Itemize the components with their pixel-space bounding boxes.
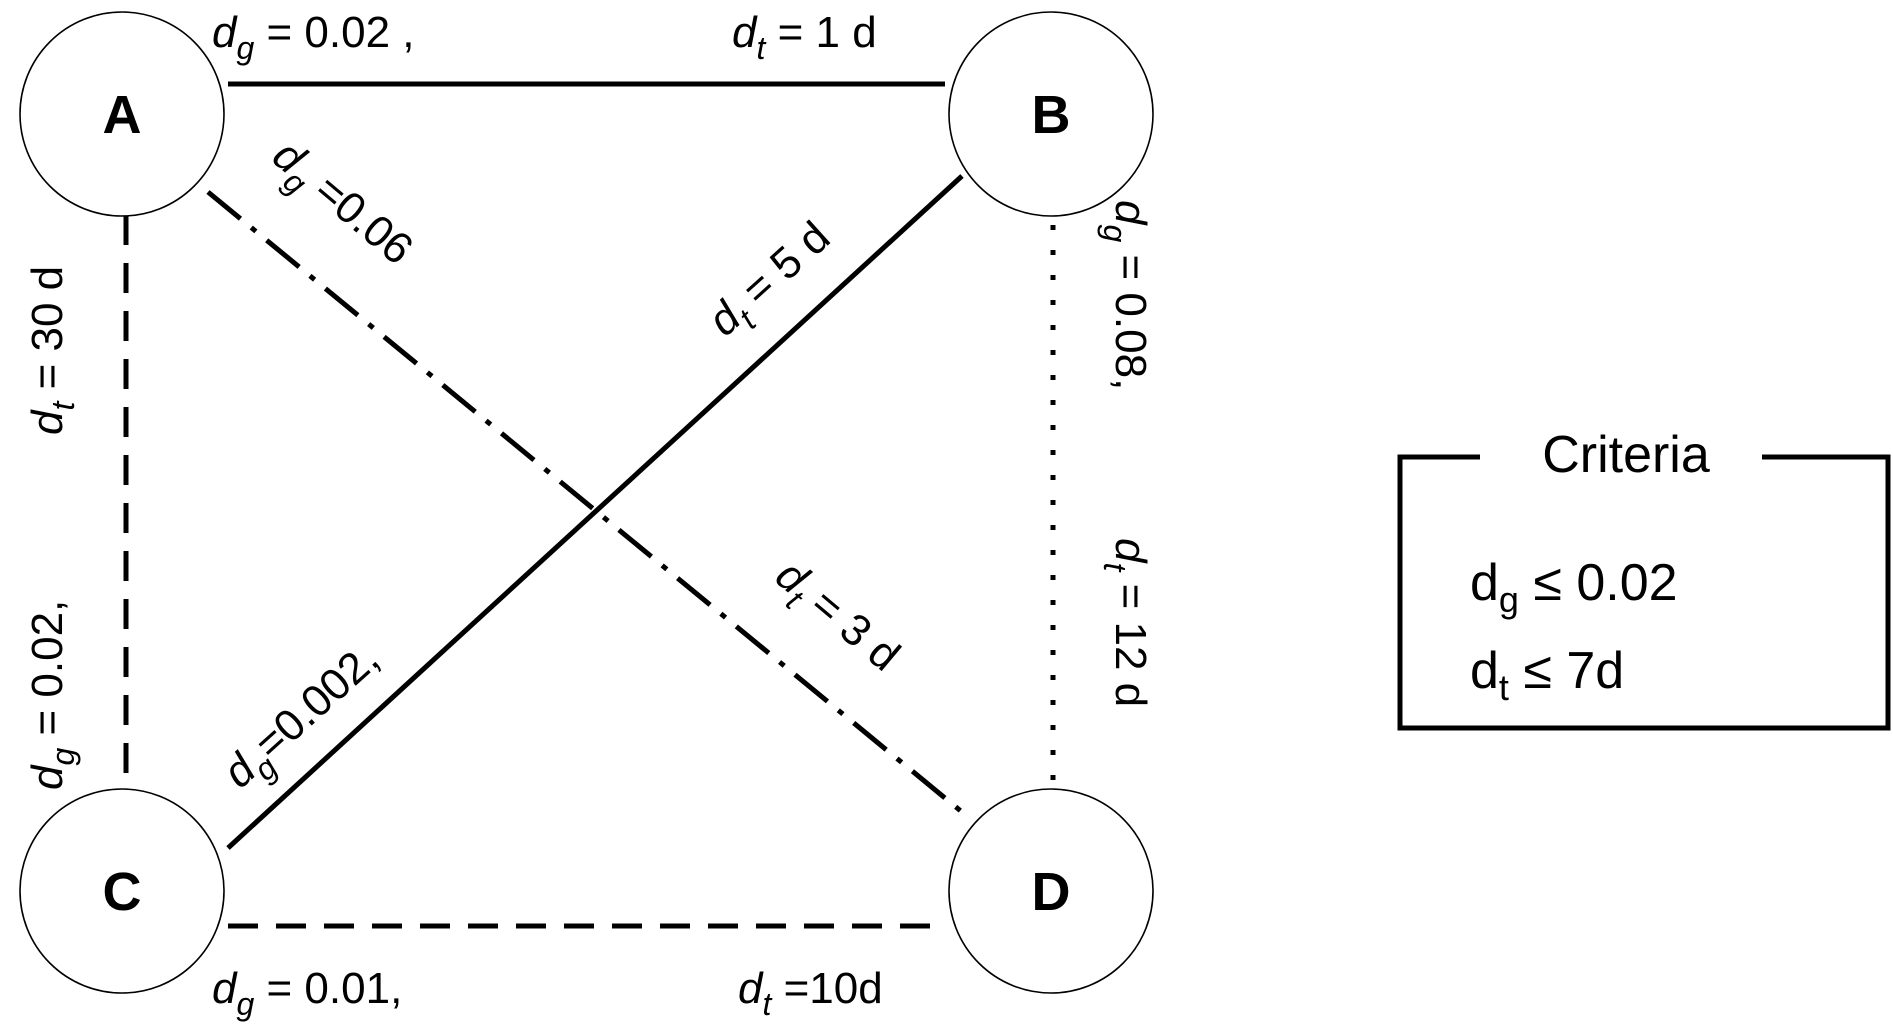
edge-b-d-dg-label: dg = 0.08,: [1097, 200, 1155, 390]
criteria-box: Criteria dg ≤ 0.02 dt ≤ 7d: [1397, 426, 1891, 731]
edge-b-c: [226, 174, 964, 850]
node-d: D: [948, 788, 1154, 994]
edge-a-b-dg-label: dg = 0.02 ,: [212, 8, 415, 66]
edge-b-d-dt-label: dt = 12 d: [1097, 538, 1155, 707]
node-c-label: C: [103, 862, 142, 922]
node-a-label: A: [103, 85, 142, 145]
node-a: A: [19, 11, 225, 217]
node-b-label: B: [1032, 85, 1071, 145]
edge-a-b-dt-label: dt = 1 d: [732, 8, 877, 66]
criteria-title: Criteria: [1542, 426, 1710, 484]
criteria-dt-line: dt ≤ 7d: [1470, 642, 1624, 708]
node-d-label: D: [1032, 862, 1071, 922]
edge-a-d: [206, 190, 964, 814]
node-b: B: [948, 11, 1154, 217]
edge-b-c-dt-label: dt = 5 d: [699, 212, 845, 352]
edge-c-d-dg-label: dg = 0.01,: [212, 964, 402, 1022]
edge-a-c-dt-label: dt = 30 d: [23, 266, 81, 435]
criteria-dg-line: dg ≤ 0.02: [1470, 554, 1678, 620]
edge-a-d-dg-label: dg =0.06: [258, 130, 422, 281]
edge-a-c-dg-label: dg = 0.02,: [23, 600, 81, 790]
node-c: C: [19, 788, 225, 994]
edge-c-d-dt-label: dt =10d: [738, 964, 883, 1022]
